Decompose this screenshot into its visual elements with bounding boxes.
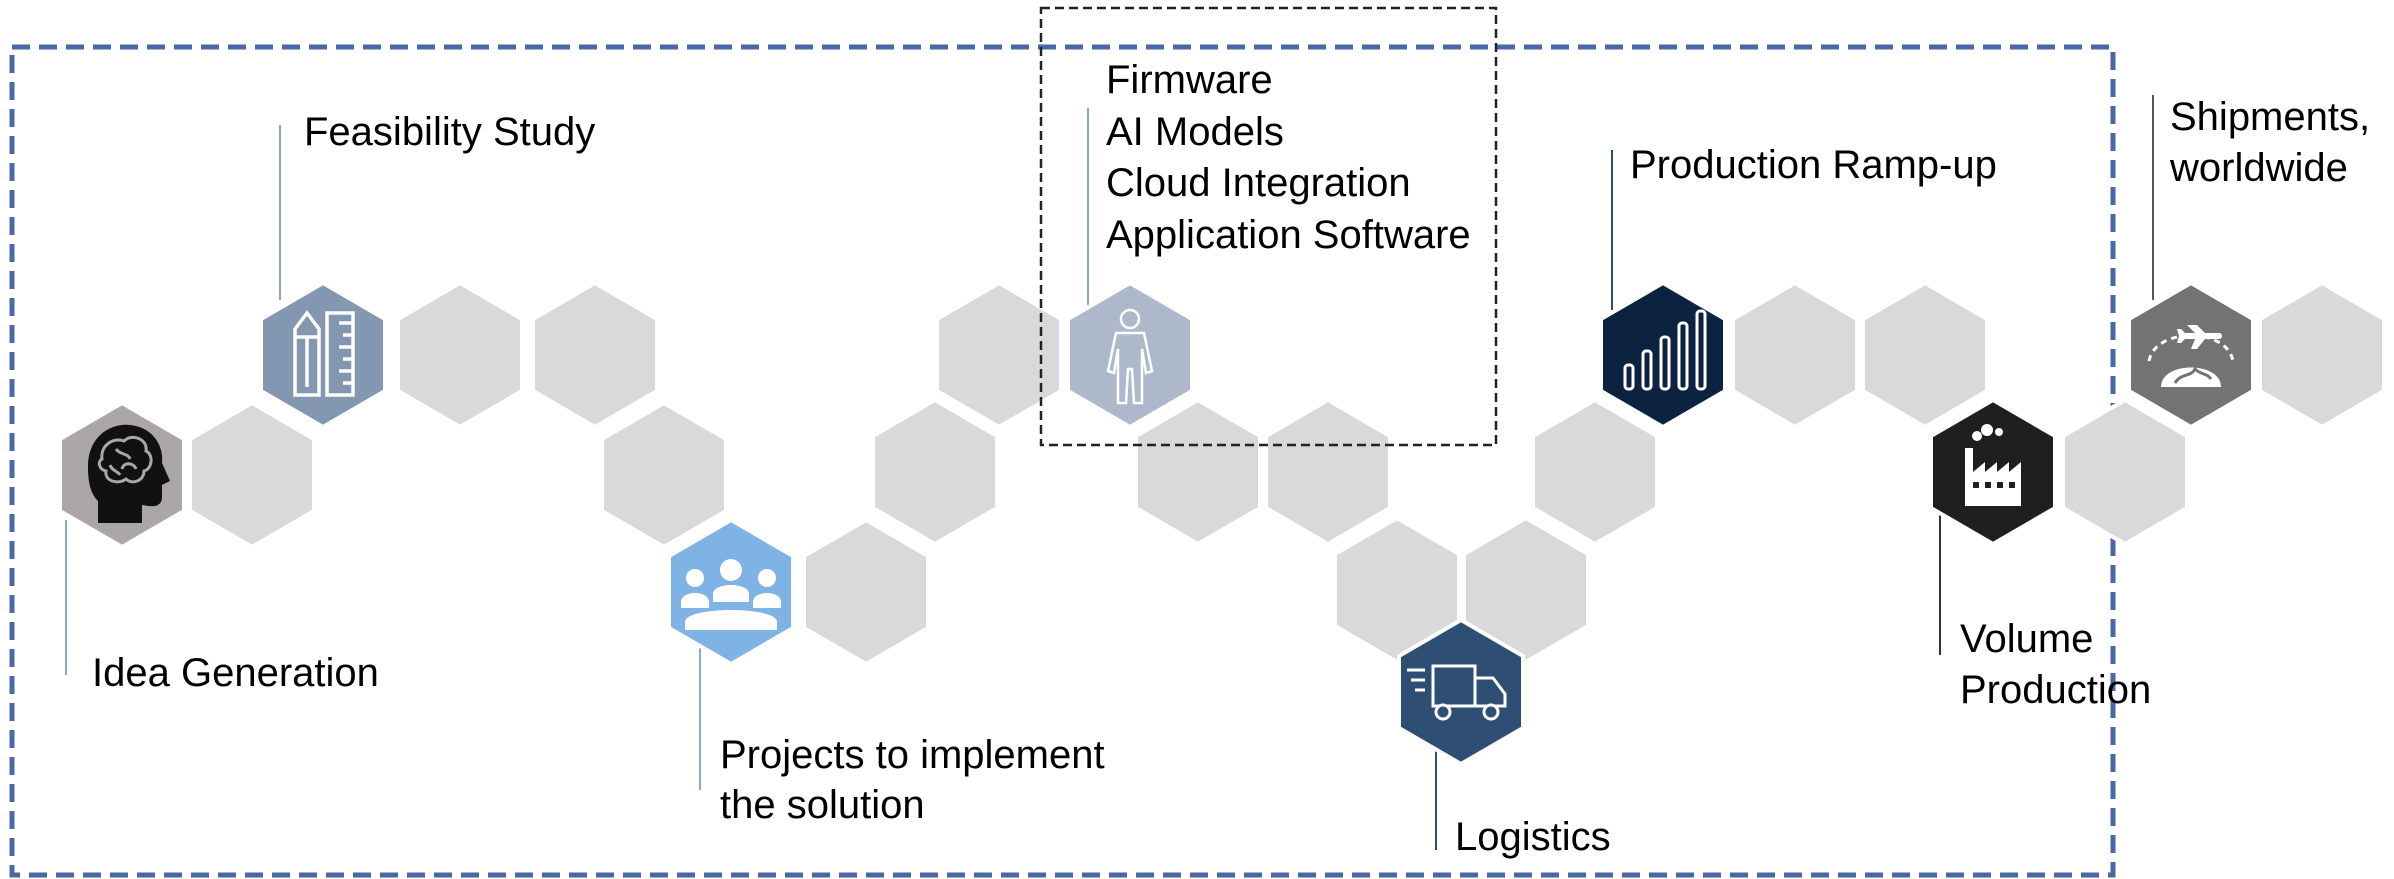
factory-icon [1965, 424, 2021, 506]
stage-shipments [2127, 281, 2255, 429]
stage-production-rampup [1599, 281, 1727, 429]
label-production-rampup: Production Ramp-up [1630, 143, 1997, 187]
leader-lines [65, 95, 2154, 850]
label-shipments-line1: Shipments, [2170, 95, 2370, 139]
label-idea-generation: Idea Generation [92, 651, 379, 695]
label-software-cloud: Cloud Integration [1106, 161, 1411, 205]
brain-head-icon [88, 424, 170, 523]
label-projects-line1: Projects to implement [720, 733, 1105, 777]
person-outline-icon [1106, 308, 1154, 405]
airplane-globe-icon [2147, 325, 2235, 387]
stage-volume-production [1929, 398, 2057, 546]
pencil-ruler-icon [293, 310, 355, 397]
label-software-application: Application Software [1106, 213, 1471, 257]
label-volume-line1: Volume [1960, 617, 2093, 661]
team-meeting-icon [681, 559, 781, 630]
label-shipments-line2: worldwide [2169, 146, 2348, 190]
stage-logistics [1397, 618, 1525, 766]
label-logistics: Logistics [1455, 815, 1611, 859]
label-volume-line2: Production [1960, 668, 2151, 712]
label-projects-line2: the solution [720, 783, 925, 827]
delivery-truck-icon [1407, 664, 1507, 721]
label-software-firmware: Firmware [1106, 58, 1273, 102]
label-feasibility-study: Feasibility Study [304, 110, 595, 154]
stage-software [1066, 281, 1194, 429]
label-software-ai-models: AI Models [1106, 110, 1284, 154]
bar-chart-icon [1623, 309, 1707, 391]
stage-feasibility-study [259, 281, 387, 429]
stage-idea-generation [58, 401, 186, 549]
software-highlight-box [1039, 6, 1498, 447]
stage-projects [667, 518, 795, 666]
